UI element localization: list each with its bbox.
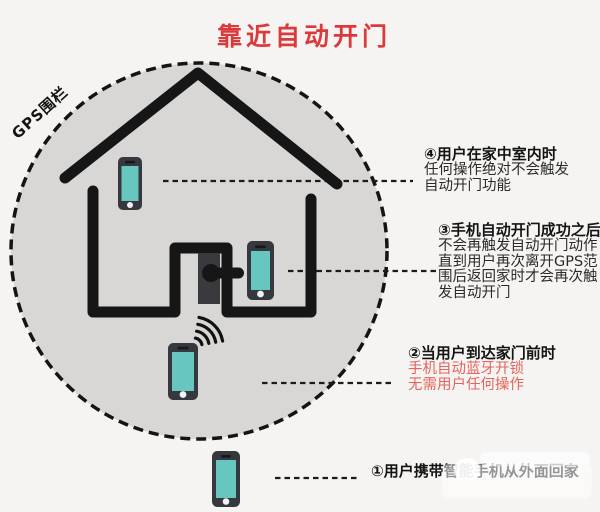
smartphone-icon — [168, 343, 198, 400]
house-walls — [87, 185, 317, 318]
annotation-body: 任何操作绝对不会触发自动开门功能 — [424, 161, 569, 195]
annotation-body: 手机自动蓝牙开锁无需用户任何操作 — [408, 360, 556, 394]
annotation-heading: ②当用户到达家门前时 — [408, 344, 556, 362]
annotation-line: 围后返回家时才会再次触 — [438, 269, 598, 286]
annotation-line: 任何操作绝对不会触发 — [424, 161, 569, 178]
annotation-heading: ④用户在家中室内时 — [424, 145, 557, 163]
annotation-line: 手机自动蓝牙开锁 — [408, 360, 524, 377]
annotation-line: 无需用户任何操作 — [408, 376, 524, 393]
annotation-line: 发自动开门 — [438, 285, 511, 302]
annotation-step3: ③手机自动开门成功之后 不会再触发自动开门动作直到用户再次离开GPS范围后返回家… — [438, 221, 600, 302]
annotation-heading: ①用户携带智能手机从外面回家 — [371, 462, 579, 480]
house-roof — [59, 67, 343, 190]
annotation-line: 自动开门功能 — [424, 177, 511, 194]
annotation-step2: ②当用户到达家门前时 手机自动蓝牙开锁无需用户任何操作 — [408, 344, 556, 394]
annotation-heading: ③手机自动开门成功之后 — [438, 221, 600, 239]
door-handle — [211, 267, 244, 279]
bluetooth-signal-icon — [193, 315, 225, 347]
annotation-body: 不会再触发自动开门动作直到用户再次离开GPS范围后返回家时才会再次触发自动开门 — [438, 237, 600, 302]
house-icon — [59, 67, 343, 318]
annotation-line: 直到用户再次离开GPS范 — [438, 253, 598, 270]
annotation-step4: ④用户在家中室内时 任何操作绝对不会触发自动开门功能 — [424, 145, 569, 195]
annotation-step1: ①用户携带智能手机从外面回家 — [371, 462, 579, 480]
smartphone-icon — [212, 451, 240, 507]
annotation-line: 不会再触发自动开门动作 — [438, 237, 598, 254]
page-title: 靠近自动开门 — [216, 22, 391, 51]
connector-lines — [163, 179, 436, 480]
smartphone-icon — [118, 157, 142, 210]
smartphone-icon — [247, 241, 274, 300]
